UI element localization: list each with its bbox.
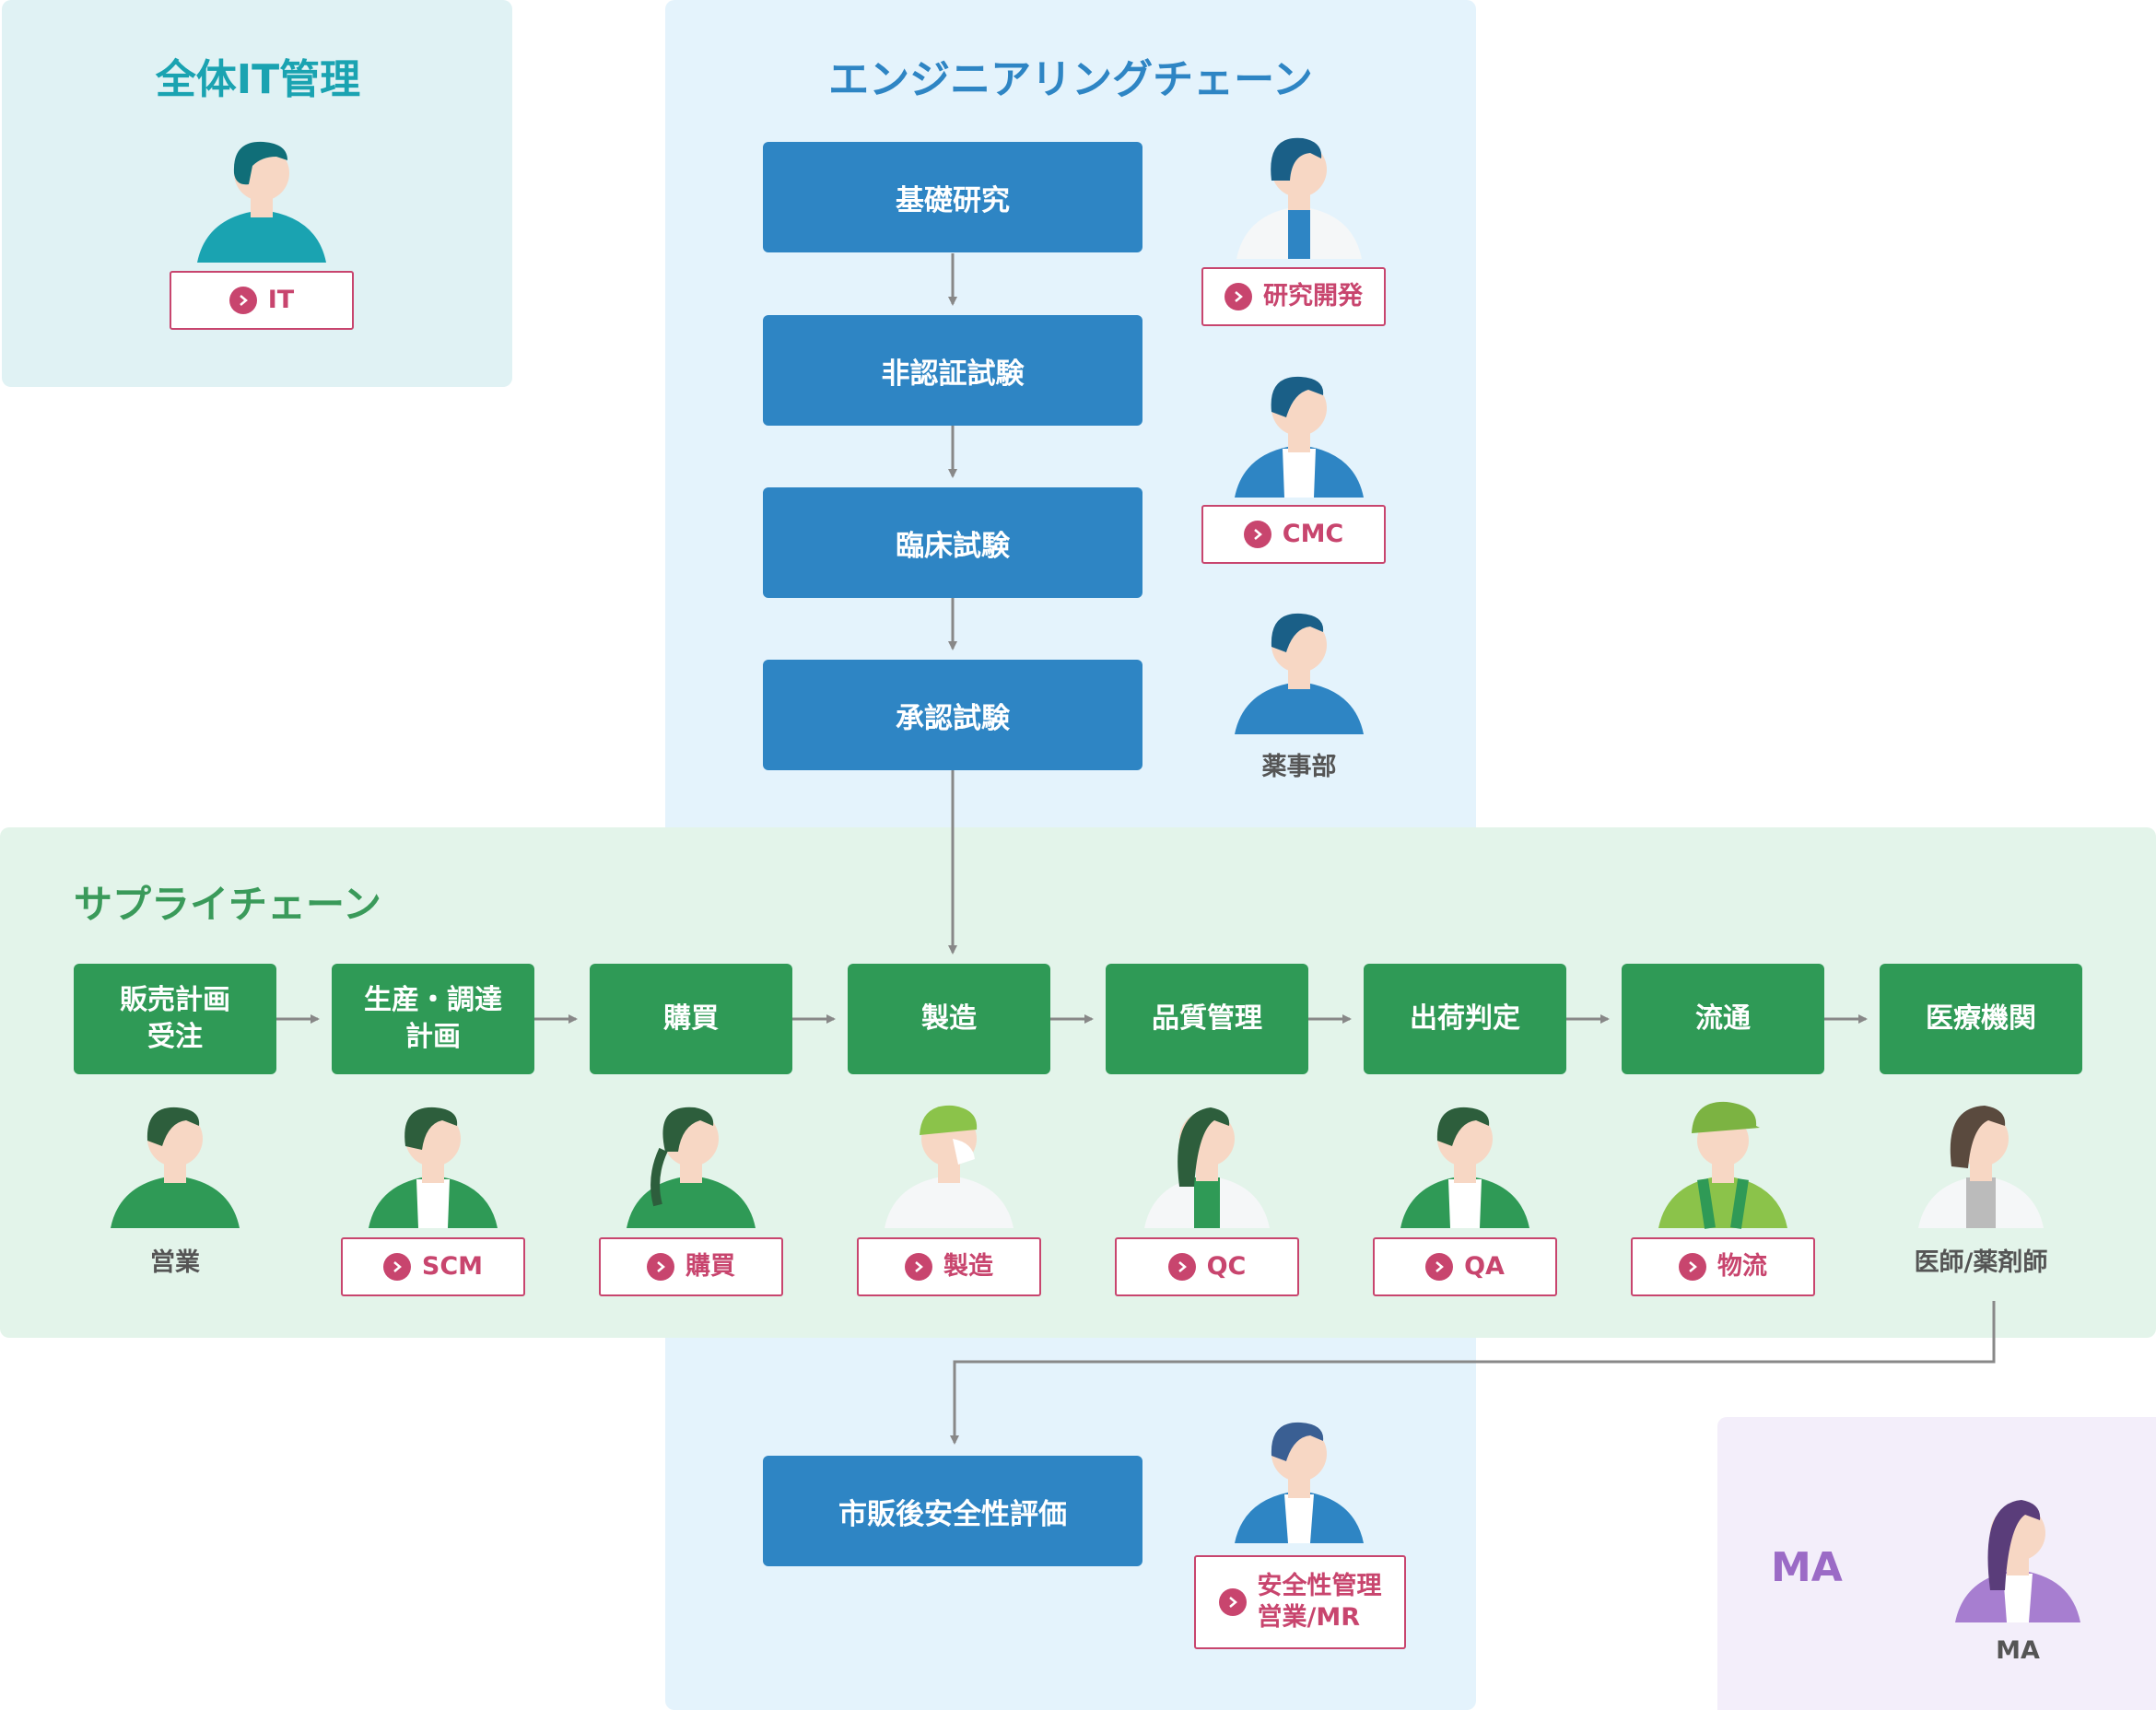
person-logistics-icon [1658,1101,1787,1229]
supply-title: サプライチェーン [74,882,381,927]
tag-qa[interactable]: QA [1373,1237,1557,1296]
step-shipping-judgment: 出荷判定 [1364,964,1566,1074]
arrow-to-post-market [950,1301,1996,1445]
person-purchasing-icon [627,1107,756,1228]
it-title: 全体IT管理 [155,56,361,103]
step-manufacturing: 製造 [848,964,1050,1074]
engineering-title: エンジニアリングチェーン [828,56,1313,103]
step-approval-test: 承認試験 [763,660,1142,770]
person-doctor-icon [1918,1106,2044,1228]
person-research-icon [1236,137,1362,259]
tag-cmc[interactable]: CMC [1201,505,1386,564]
label-ma: MA [1996,1636,2040,1665]
person-qc-icon [1144,1107,1270,1228]
chevron-right-icon [1167,1253,1196,1281]
step-post-market-safety: 市販後安全性評価 [763,1456,1142,1566]
person-cmc-icon [1235,376,1364,498]
tag-it[interactable]: IT [170,271,354,330]
step-sales-plan: 販売計画 受注 [74,964,276,1074]
tag-manufacturing[interactable]: 製造 [857,1237,1041,1296]
ma-title: MA [1771,1544,1843,1591]
tag-research[interactable]: 研究開発 [1201,267,1386,326]
chevron-right-icon [228,287,257,314]
chevron-right-icon [1224,283,1252,310]
chevron-right-icon [382,1253,411,1281]
step-non-certification-test: 非認証試験 [763,315,1142,426]
person-scm-icon [369,1107,498,1228]
step-production-plan: 生産・調達 計画 [332,964,534,1074]
person-regulatory-icon [1235,613,1364,734]
person-it-icon [197,141,326,263]
chevron-right-icon [1243,521,1271,548]
chevron-right-icon [1679,1253,1706,1281]
chevron-right-icon [1425,1253,1454,1281]
label-doctor-pharmacist: 医師/薬剤師 [1914,1248,2048,1277]
person-ma-icon [1955,1500,2080,1622]
tag-logistics[interactable]: 物流 [1631,1237,1815,1296]
person-safety-icon [1235,1422,1364,1543]
tag-safety-management[interactable]: 安全性管理 営業/MR [1194,1555,1406,1649]
tag-scm[interactable]: SCM [341,1237,525,1296]
chevron-right-icon [647,1253,674,1281]
step-clinical-trial: 臨床試験 [763,487,1142,598]
tag-qc[interactable]: QC [1115,1237,1299,1296]
person-manufacturing-icon [885,1105,1014,1228]
person-sales-icon [111,1107,240,1228]
chevron-right-icon [905,1253,932,1281]
label-sales: 営業 [150,1248,200,1277]
tag-purchasing[interactable]: 購買 [599,1237,783,1296]
label-regulatory: 薬事部 [1261,753,1337,781]
person-qa-icon [1400,1107,1529,1228]
chevron-right-icon [1218,1588,1247,1616]
step-medical-institution: 医療機関 [1880,964,2082,1074]
step-distribution: 流通 [1622,964,1824,1074]
ma-panel [1717,1417,2156,1710]
step-basic-research: 基礎研究 [763,142,1142,252]
step-purchasing: 購買 [590,964,792,1074]
step-quality-control: 品質管理 [1106,964,1308,1074]
